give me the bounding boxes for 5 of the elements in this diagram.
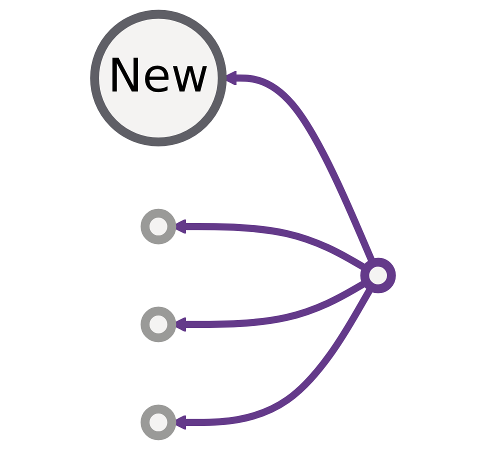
node-circle (360, 258, 396, 294)
node-circle (140, 404, 176, 440)
node-circle (140, 306, 176, 342)
node-circle: New (90, 10, 227, 146)
node-circle (140, 208, 176, 244)
